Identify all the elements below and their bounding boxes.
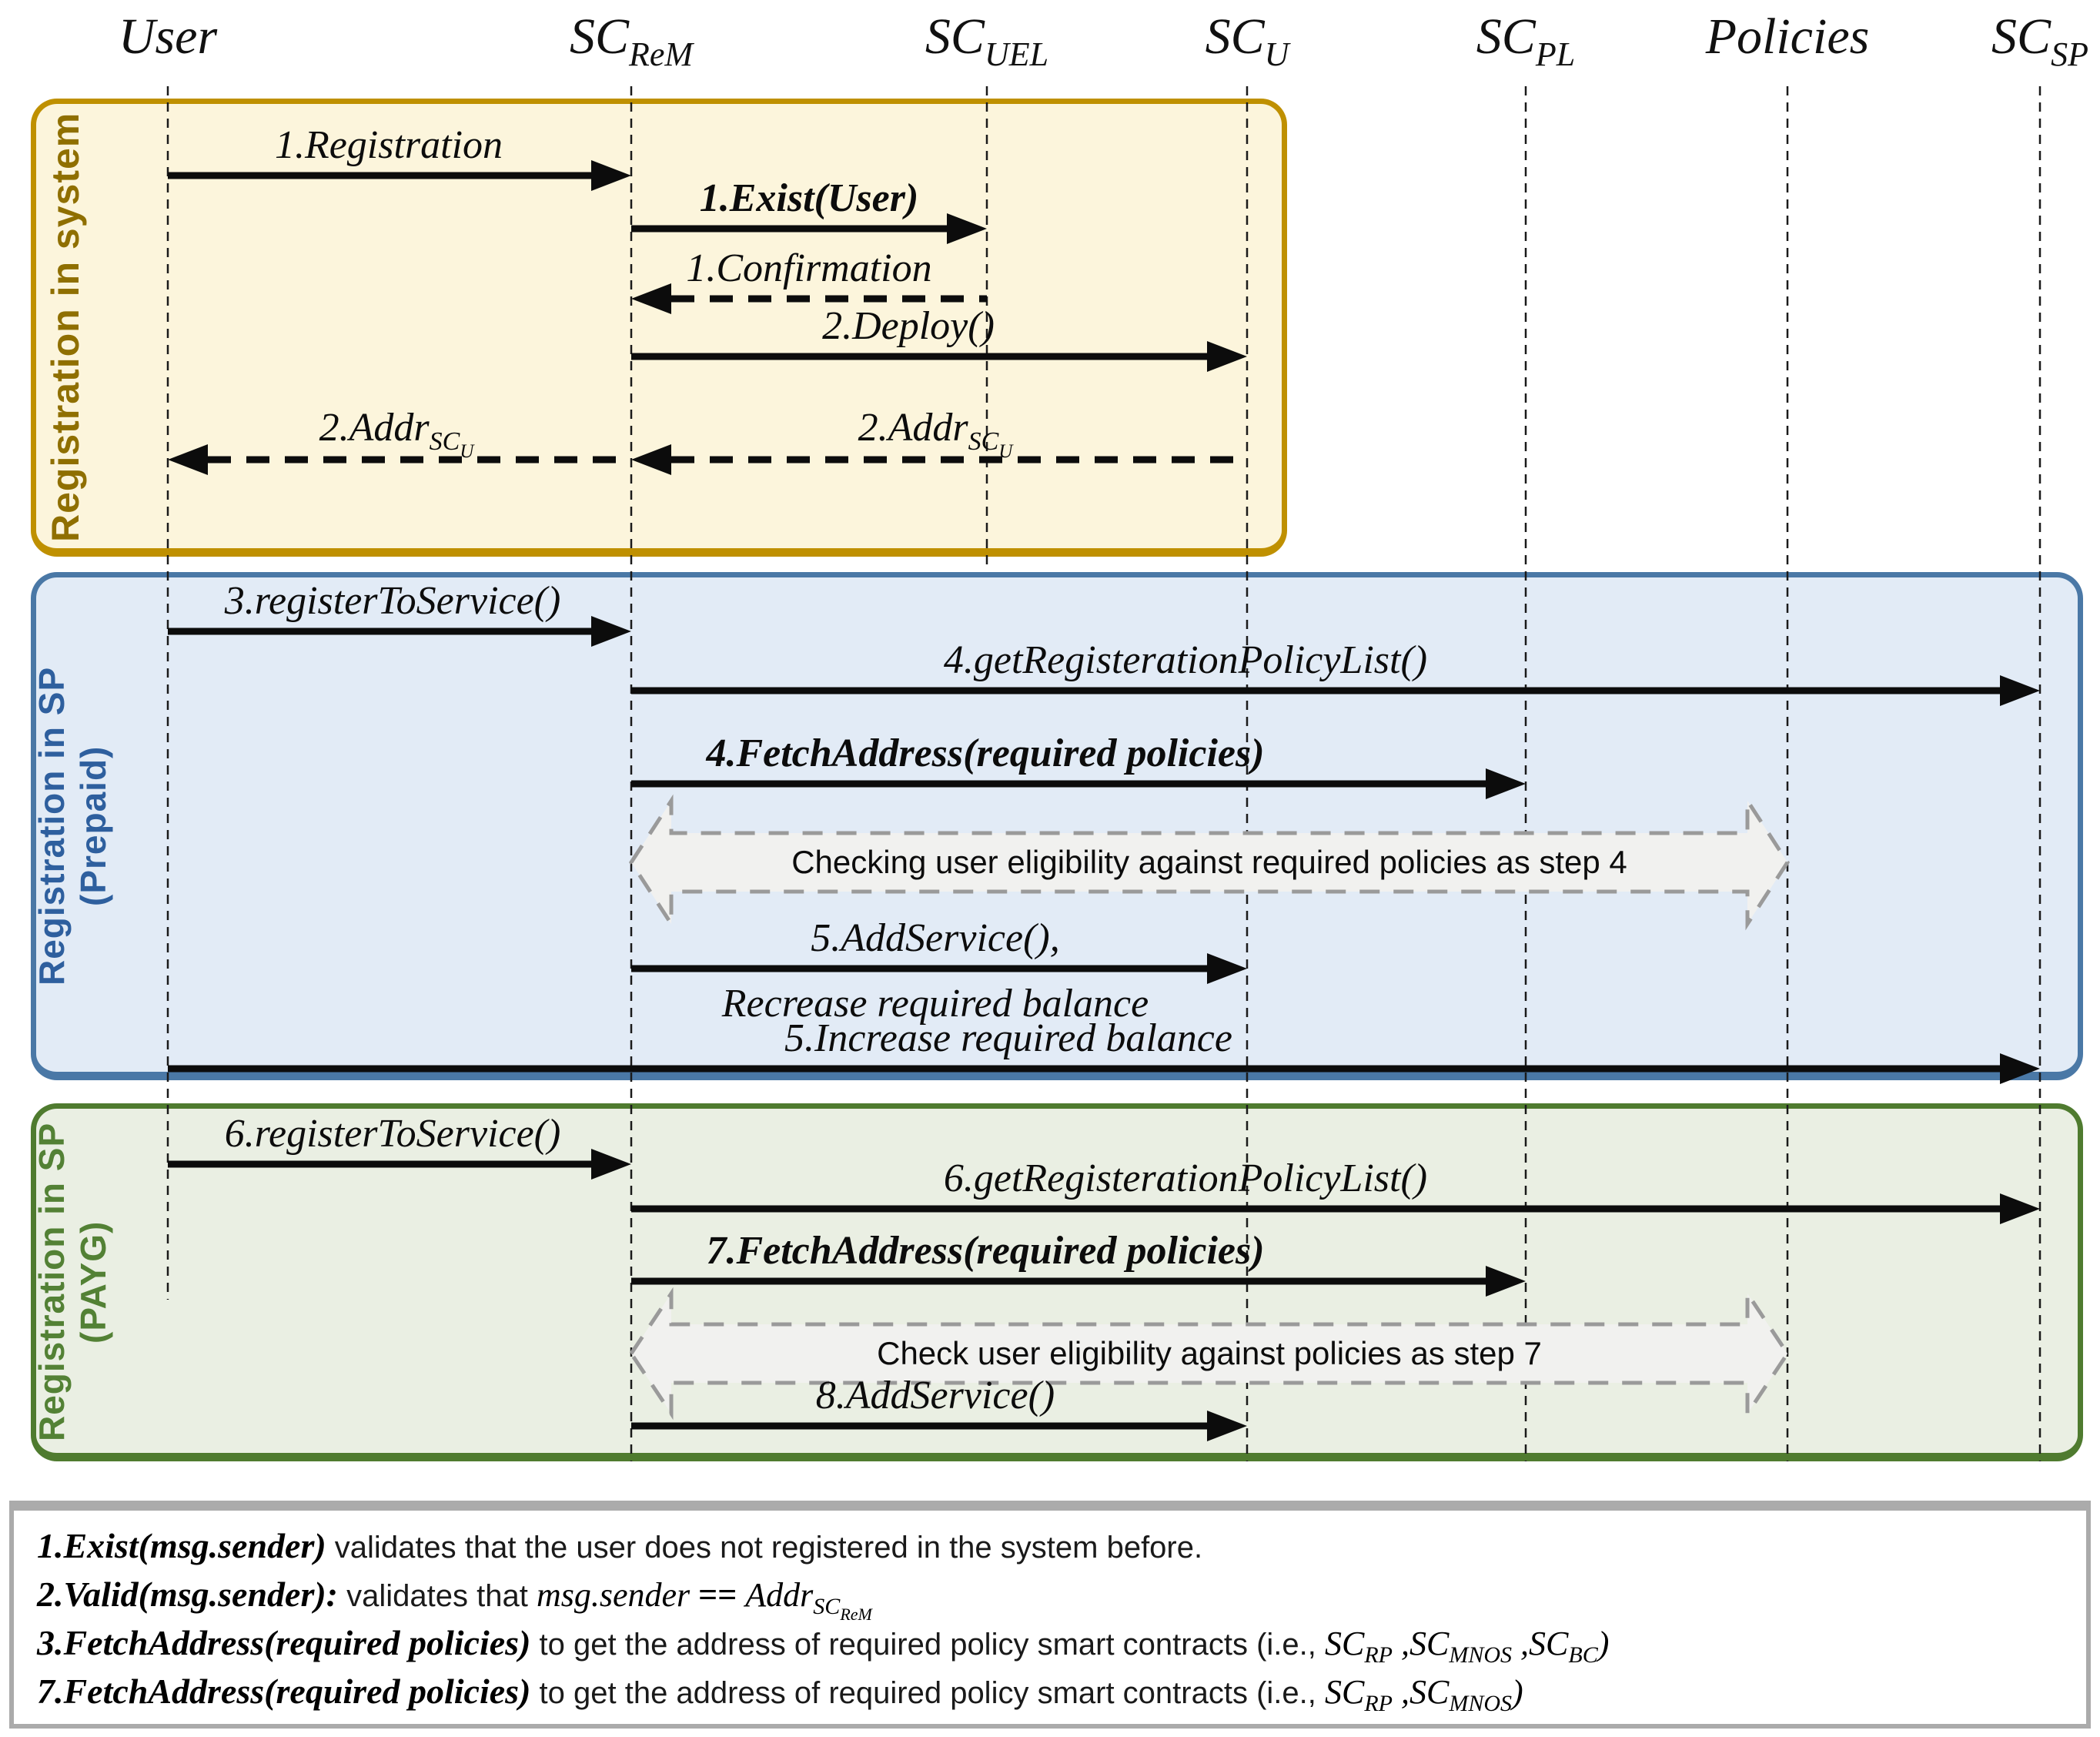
msg-get-registeration-policy-list-prepaid: 4.getRegisterationPolicyList()	[943, 638, 1428, 682]
arrow-add-service-prepaid	[631, 953, 1247, 984]
arrow-get-registeration-policy-list-payg	[631, 1193, 2040, 1224]
lifelines	[166, 86, 2041, 1461]
lifeline-label-user: User	[118, 8, 218, 65]
note-fetch-address-7: 7.FetchAddress(required policies) to get…	[37, 1672, 1523, 1716]
msg-add-service-payg: 8.AddService()	[815, 1374, 1055, 1417]
arrow-addr-scu-to-screm-return	[631, 444, 1247, 475]
arrow-fetch-address-payg	[631, 1266, 1526, 1297]
msg-register-to-service-prepaid: 3.registerToService()	[224, 579, 561, 623]
arrow-fetch-address-prepaid	[631, 768, 1526, 799]
msg-registration: 1.Registration	[274, 123, 503, 167]
lifeline-label-sc-pl: SCPL	[1476, 8, 1576, 73]
legend-notes-box: 1.Exist(msg.sender) validates that the u…	[9, 1501, 2091, 1729]
arrow-deploy	[631, 341, 1247, 372]
group-title-registration-in-sp-payg: Registration in SP(PAYG)	[32, 1122, 113, 1442]
balloon-checking-eligibility-step4	[629, 794, 1790, 931]
note-fetch-address-3: 3.FetchAddress(required policies) to get…	[37, 1623, 1610, 1668]
msg-register-to-service-payg: 6.registerToService()	[224, 1112, 561, 1156]
arrow-exist-user	[631, 213, 987, 244]
balloon-check-eligibility-step7	[628, 1287, 1791, 1421]
arrow-register-to-service-prepaid	[168, 616, 631, 647]
msg-addr-scu-right: 2.AddrSCU	[858, 406, 1013, 462]
msg-confirmation: 1.Confirmation	[686, 246, 932, 290]
msg-addr-scu-left: 2.AddrSCU	[319, 406, 474, 462]
arrow-register-to-service-payg	[168, 1149, 631, 1180]
group-title-registration-in-sp-prepaid: Registration in SP(Prepaid)	[32, 666, 113, 986]
lifeline-label-sc-sp: SCSP	[1991, 8, 2088, 73]
dashed-arrows	[168, 283, 1247, 475]
note-exist: 1.Exist(msg.sender) validates that the u…	[37, 1526, 1203, 1565]
msg-exist-user: 1.Exist(User)	[699, 176, 919, 220]
msg-get-registeration-policy-list-payg: 6.getRegisterationPolicyList()	[943, 1156, 1428, 1200]
balloon-text-checking-eligibility-step4: Checking user eligibility against requir…	[791, 844, 1627, 880]
lifeline-label-sc-u: SCU	[1205, 8, 1289, 73]
arrow-registration	[168, 160, 631, 191]
lifeline-label-policies: Policies	[1705, 8, 1870, 65]
lifeline-label-sc-uel: SCUEL	[925, 8, 1049, 73]
solid-arrows	[168, 160, 2040, 1441]
arrow-increase-required-balance	[168, 1053, 2040, 1084]
group-box-registration-in-sp-prepaid	[31, 572, 2083, 1080]
msg-add-service-prepaid: 5.AddService(),	[811, 916, 1060, 960]
note-valid: 2.Valid(msg.sender): validates that msg.…	[37, 1575, 872, 1624]
msg-deploy: 2.Deploy()	[822, 304, 995, 348]
msg-fetch-address-prepaid: 4.FetchAddress(required policies)	[706, 731, 1265, 775]
msg-recrease-required-balance: Recrease required balance	[721, 982, 1149, 1026]
lifeline-label-sc-rem: SCReM	[569, 8, 694, 73]
msg-fetch-address-payg: 7.FetchAddress(required policies)	[706, 1229, 1265, 1273]
msg-increase-required-balance: 5.Increase required balance	[784, 1016, 1232, 1060]
balloon-text-check-eligibility-step7: Check user eligibility against policies …	[877, 1335, 1542, 1371]
arrow-confirmation-return	[631, 283, 987, 314]
arrow-addr-scu-to-user-return	[168, 444, 631, 475]
group-title-registration-in-system: Registration in system	[44, 112, 87, 543]
arrow-add-service-payg	[631, 1411, 1247, 1441]
arrow-get-registeration-policy-list-prepaid	[631, 675, 2040, 706]
